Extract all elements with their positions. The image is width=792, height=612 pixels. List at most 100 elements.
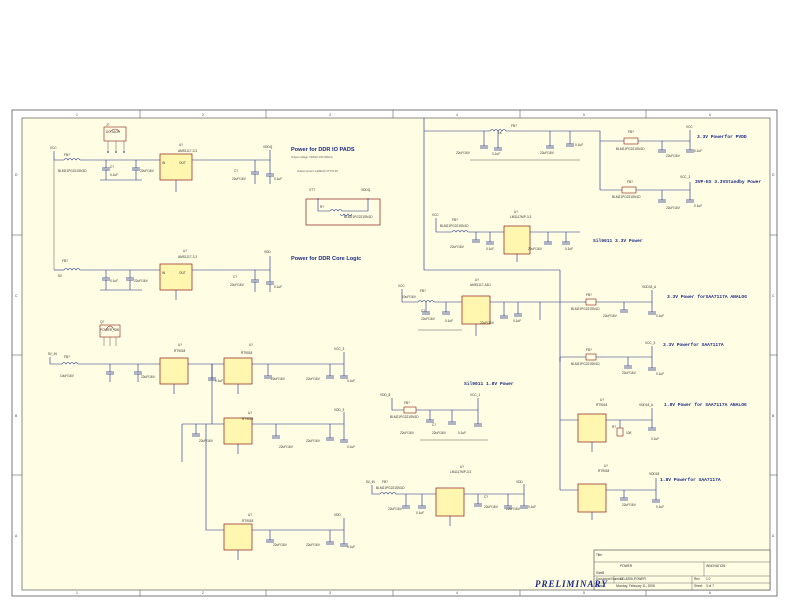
frame-row-c-right: C bbox=[772, 294, 775, 298]
fb-top-ref: FB? bbox=[511, 124, 517, 128]
cap-42-value: 22uF/16V bbox=[622, 503, 637, 507]
cap-51-value: 0.1uF bbox=[528, 505, 536, 509]
cap-1-ref: C? bbox=[110, 165, 114, 169]
net-vcc-standby: VCC_3 bbox=[680, 175, 691, 179]
cap-7-ref: C? bbox=[233, 275, 237, 279]
frame-col-6: 6 bbox=[709, 113, 711, 117]
fb-standby-ref: FB? bbox=[627, 180, 633, 184]
reg-u7-ref: U? bbox=[514, 210, 518, 214]
cap-35-value: 22uF/16V bbox=[480, 321, 495, 325]
reg-u6-ref: U? bbox=[248, 513, 252, 517]
net-vcc1-sil: VCC_1 bbox=[470, 393, 481, 397]
reg-u2-ref: U? bbox=[183, 249, 187, 253]
reg-u9 bbox=[577, 413, 607, 443]
cap-40-value: 0.1uF bbox=[656, 372, 664, 376]
cap-21-value: 22uF/16V bbox=[456, 151, 471, 155]
reg-u5-part: RT9018 bbox=[242, 417, 254, 421]
divider-r1-ref: R? bbox=[320, 205, 324, 209]
preliminary-watermark: PRELIMINARY bbox=[535, 579, 608, 589]
frame-col-2: 2 bbox=[202, 113, 204, 117]
cap-33-ref: C? bbox=[421, 309, 425, 313]
fb-main-value: 10uF/16V bbox=[402, 295, 417, 299]
fb-saa33-ref: FB? bbox=[586, 348, 592, 352]
reg-u10-part: RT9018 bbox=[598, 469, 610, 473]
reg-u8 bbox=[461, 295, 491, 325]
net-v33-ldo-1: VCC_3 bbox=[334, 347, 345, 351]
net-sil-vcc: VCC bbox=[432, 213, 439, 217]
cap-10-value: 0.1uF bbox=[215, 379, 223, 383]
title-block-sheet: 3 of 7 bbox=[706, 584, 714, 588]
reg-u8-part: AMS1117-ADJ bbox=[470, 283, 491, 287]
frame-row-c: C bbox=[15, 294, 18, 298]
title-block-date: Monday, February 11, 2008 bbox=[616, 584, 655, 588]
cap-18-value: 22uF/16V bbox=[273, 543, 288, 547]
cap-1-value: 0.1uF bbox=[110, 173, 118, 177]
cap-48-value: 0.1uF bbox=[416, 511, 424, 515]
cap-2-value: 22uF/16V bbox=[140, 169, 155, 173]
fb-top-value: 1K bbox=[498, 131, 503, 135]
frame-col-1: 1 bbox=[76, 113, 78, 117]
cap-26-value: 0.1uF bbox=[694, 149, 702, 153]
reg-u1 bbox=[159, 153, 193, 181]
switch-1-value: POWER_SW bbox=[100, 328, 119, 332]
frame-row-d: D bbox=[15, 173, 18, 177]
title-block-rev: 1.0 bbox=[706, 577, 711, 581]
cap-38-value: 0.1uF bbox=[656, 314, 664, 318]
net-v33-ldo-3: VDD bbox=[334, 513, 341, 517]
cap-29-value: 22uF/16V bbox=[450, 245, 465, 249]
reg-u2-out: OUT bbox=[179, 271, 186, 275]
reg-u4-ref: U? bbox=[249, 343, 253, 347]
cap-49-value: 22uF/16V bbox=[484, 505, 499, 509]
net-vcc-top-left: VCC bbox=[50, 146, 57, 150]
cap-37-value: 22uF/16V bbox=[603, 314, 618, 318]
title-block-rev-label: Rev bbox=[694, 577, 700, 581]
frame-col-3: 3 bbox=[329, 113, 331, 117]
cap-3-ref: C? bbox=[234, 169, 238, 173]
ddr-core-block: FB? 5V 0.1uF 22uF/16V U? AMS1117-3.3 IN … bbox=[54, 249, 282, 300]
fb-2-ref: FB? bbox=[62, 259, 68, 263]
reg-u2-in: IN bbox=[162, 271, 166, 275]
fb-analog33-ref: FB? bbox=[586, 293, 592, 297]
frame-row-a: A bbox=[15, 534, 18, 538]
reg-u2-part: AMS1117-3.3 bbox=[178, 255, 197, 259]
frame-col-4: 4 bbox=[456, 113, 458, 117]
section-sil18-title: Sil9011 1.8V Power bbox=[464, 381, 514, 387]
cap-49-ref: C? bbox=[484, 495, 488, 499]
net-vddq-1: VDDQ bbox=[263, 145, 273, 149]
reg-u9-part: RT9018 bbox=[596, 403, 608, 407]
section-saa18-title: 1.8V Powerfor SAA7117A bbox=[660, 477, 721, 483]
cap-11-value: 22uF/16V bbox=[271, 377, 286, 381]
frame-col-5: 5 bbox=[583, 113, 585, 117]
dc-jack-1-value: DC JACK bbox=[106, 130, 121, 134]
section-ddr-io-title: Power for DDR IO PADS bbox=[291, 147, 355, 153]
title-block-size: B bbox=[602, 571, 604, 575]
fb-pvdd-value: BLM21PG221SN1D bbox=[616, 147, 645, 151]
fb-bottom-ref: FB? bbox=[382, 480, 388, 484]
section-sil33-title: Sil9011 3.3V Power bbox=[593, 238, 643, 244]
fb-sil-value: BLM21PG221SN1D bbox=[440, 224, 469, 228]
fb-saa33-value: BLM21PG221SN1D bbox=[571, 362, 600, 366]
net-vcc-pvdd: VCC bbox=[686, 125, 693, 129]
fb-standby-value: BLM21PG221SN1D bbox=[612, 195, 641, 199]
title-block-sheet-label: Sheet bbox=[694, 584, 702, 588]
cap-39-value: 22uF/16V bbox=[622, 371, 637, 375]
cap-9-value: 22uF/16V bbox=[141, 375, 156, 379]
cap-17-value: 0.1uF bbox=[347, 445, 355, 449]
reg-u7-part: LM1117MP-3.3 bbox=[510, 215, 532, 219]
drawing-frame bbox=[11, 109, 778, 597]
fb-sil18-value: BLM21PG221SN1D bbox=[390, 415, 419, 419]
reg-u6 bbox=[223, 523, 253, 551]
dc-jack-1-ref: J? bbox=[106, 123, 110, 127]
net-vdd18-analog: VDD18_A bbox=[639, 403, 654, 407]
reg-u6-part: RT9018 bbox=[242, 519, 254, 523]
cap-43-value: 0.1uF bbox=[656, 505, 664, 509]
frame-col-3-bottom: 3 bbox=[329, 591, 331, 595]
net-vdd8-sil: VDD_8 bbox=[380, 393, 391, 397]
title-block-docno-label: Document Number bbox=[596, 577, 624, 581]
reg-u1-ref: U? bbox=[179, 143, 183, 147]
cap-19-value: 22uF/16V bbox=[306, 543, 321, 547]
ddr-io-note-2: Output current: 1A(MAX) VTT=0.9V bbox=[297, 169, 338, 173]
fb-sil18-ref: FB? bbox=[404, 401, 410, 405]
cap-20-value: 0.1uF bbox=[347, 545, 355, 549]
